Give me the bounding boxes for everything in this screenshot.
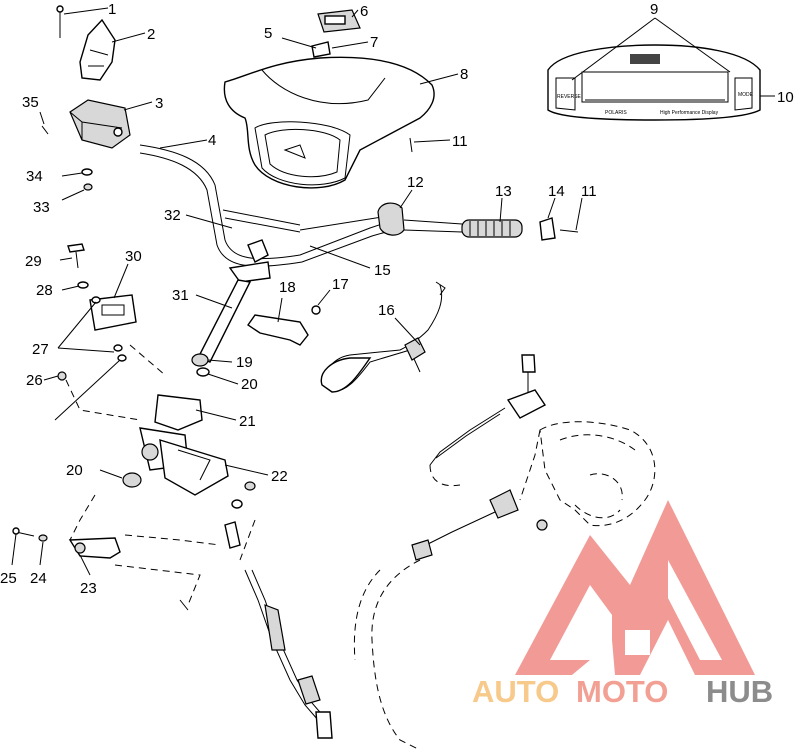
part-cable-center — [224, 481, 333, 739]
callout-10: 10 — [777, 89, 794, 106]
callout-17: 17 — [332, 276, 349, 293]
leader-lines — [11, 7, 775, 576]
decal-right-label: MODE — [738, 92, 754, 98]
callout-30: 30 — [125, 248, 142, 265]
callout-numbers: 1 2 3 4 5 6 7 8 9 10 11 11 12 13 14 15 1… — [0, 1, 794, 597]
part-plate-30 — [89, 294, 137, 331]
part-carburetor — [539, 421, 656, 527]
watermark-moto: MOTO — [576, 674, 668, 709]
part-bolt-29 — [67, 243, 89, 289]
callout-35: 35 — [22, 94, 39, 111]
display-decal: REVERSE POLARIS MODE High Performance Di… — [547, 44, 761, 121]
part-clamp — [228, 239, 271, 283]
callout-34: 34 — [26, 168, 43, 185]
callout-20a: 20 — [241, 376, 258, 393]
part-bushing-20b — [122, 472, 142, 488]
callout-26: 26 — [26, 372, 43, 389]
callout-33: 33 — [33, 199, 50, 216]
callout-7: 7 — [370, 34, 378, 51]
part-steering-block-21 — [139, 394, 229, 496]
callout-6: 6 — [360, 3, 368, 20]
callout-15: 15 — [374, 262, 391, 279]
part-switch-bracket-18 — [247, 305, 321, 346]
part-bushing-19 — [191, 353, 210, 377]
callout-14: 14 — [548, 183, 565, 200]
callout-25: 25 — [0, 570, 17, 587]
part-washers-27 — [91, 296, 127, 362]
callout-19: 19 — [236, 354, 253, 371]
callout-27: 27 — [32, 341, 49, 358]
callout-5: 5 — [264, 25, 272, 42]
part-end-cap-14 — [539, 217, 579, 241]
part-tether-16 — [320, 281, 446, 393]
callout-9: 9 — [650, 1, 658, 18]
decal-caption: High Performance Display — [660, 110, 719, 116]
part-screw-11a — [409, 137, 413, 153]
assembly-lines — [54, 344, 541, 751]
callout-12: 12 — [407, 174, 424, 191]
part-switch-housing-3 — [41, 99, 131, 149]
decal-left-label: REVERSE — [557, 94, 582, 100]
callout-11b: 11 — [581, 183, 597, 200]
watermark-logo — [515, 500, 755, 675]
part-screw-1 — [56, 5, 64, 38]
watermark-text: AUTO MOTO HUB — [472, 674, 773, 709]
callout-8: 8 — [460, 66, 468, 83]
callout-3: 3 — [155, 95, 163, 112]
callout-18: 18 — [279, 279, 296, 296]
part-cable-right — [411, 354, 548, 561]
watermark-hub: HUB — [706, 674, 773, 709]
callout-24: 24 — [30, 570, 47, 587]
part-washer-34 — [81, 168, 93, 191]
part-throttle-12 — [377, 202, 463, 236]
callout-22: 22 — [271, 468, 288, 485]
callout-29: 29 — [25, 253, 42, 270]
callout-32: 32 — [164, 207, 181, 224]
callout-4: 4 — [208, 132, 216, 149]
part-grip-13 — [461, 219, 523, 238]
part-bracket-2 — [79, 18, 116, 81]
callout-21: 21 — [239, 413, 256, 430]
part-pod-8 — [223, 56, 435, 189]
watermark-auto: AUTO — [472, 674, 559, 709]
callout-20b: 20 — [66, 462, 83, 479]
callout-16: 16 — [378, 302, 395, 319]
callout-31: 31 — [172, 287, 189, 304]
part-nut-26 — [57, 371, 67, 381]
callout-13: 13 — [495, 183, 512, 200]
decal-brand: POLARIS — [605, 110, 627, 116]
part-arm-23 — [12, 527, 189, 611]
callout-11a: 11 — [452, 133, 468, 150]
callout-28: 28 — [36, 282, 53, 299]
part-handlebar-4 — [139, 144, 401, 267]
callout-1: 1 — [108, 1, 116, 18]
part-key-5 — [311, 41, 331, 58]
callout-23: 23 — [80, 580, 97, 597]
part-key-switch-6 — [317, 9, 361, 33]
callout-2: 2 — [147, 26, 155, 43]
part-steering-post-31 — [197, 279, 252, 363]
